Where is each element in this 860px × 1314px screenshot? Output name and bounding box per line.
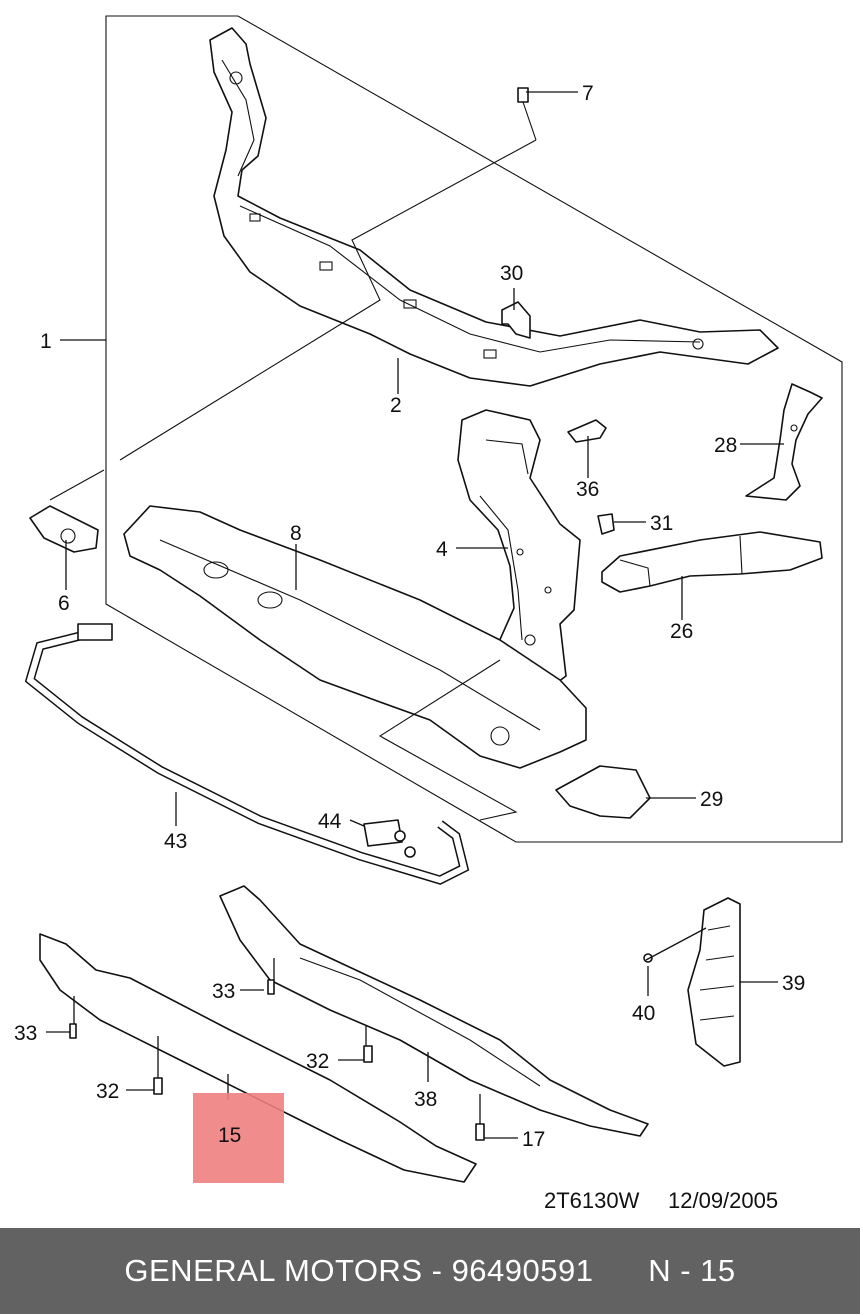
clip-44 [363, 819, 416, 858]
callout-17: 17 [522, 1128, 545, 1151]
bolt-7 [517, 87, 537, 141]
callout-28: 28 [714, 434, 737, 457]
side-guide-39 [687, 897, 741, 1067]
lower-deflector-15 [39, 933, 477, 1183]
callout-44: 44 [318, 810, 342, 833]
callout-4: 4 [436, 538, 448, 561]
callout-43: 43 [164, 830, 187, 853]
callout-38: 38 [414, 1088, 437, 1111]
drawing-code: 2T6130W [544, 1188, 640, 1213]
cable-43 [24, 623, 470, 885]
side-support-4 [457, 409, 581, 695]
callout-33-upper: 33 [212, 980, 235, 1003]
footer-spacer [594, 1253, 649, 1289]
bracket-29 [555, 765, 651, 819]
lower-shield-38 [219, 885, 649, 1137]
callout-29: 29 [700, 788, 723, 811]
callout-30: 30 [500, 262, 523, 285]
assembly-outline [105, 15, 843, 843]
bracket-6 [29, 505, 99, 553]
callout-39: 39 [782, 972, 805, 995]
callout-15: 15 [218, 1124, 241, 1147]
callout-32-left: 32 [96, 1080, 119, 1103]
callout-1: 1 [40, 330, 52, 353]
footer-separator: - [422, 1253, 452, 1288]
callout-7: 7 [582, 82, 594, 105]
footer-brand: GENERAL MOTORS [124, 1253, 423, 1288]
callout-31: 31 [650, 512, 673, 535]
callout-33-lower: 33 [14, 1022, 37, 1045]
callout-36: 36 [576, 478, 599, 501]
parts-diagram: 1 7 30 2 28 36 31 8 4 6 26 29 44 43 39 3… [14, 15, 843, 1213]
callout-26: 26 [670, 620, 693, 643]
clip-31 [597, 513, 615, 535]
duct-26 [601, 531, 823, 593]
lower-tie-bar-8 [123, 505, 587, 769]
upper-tie-bar [209, 27, 779, 387]
bracket-28 [745, 383, 823, 501]
leader-lines [46, 91, 784, 1139]
bracket-36 [567, 419, 607, 443]
callout-8: 8 [290, 522, 302, 545]
callout-40: 40 [632, 1002, 655, 1025]
footer-part-number: 96490591 [451, 1253, 594, 1288]
callout-2: 2 [390, 394, 402, 417]
drawing-date: 12/09/2005 [668, 1188, 778, 1213]
footer-bar: GENERAL MOTORS - 96490591 N - 15 [0, 1228, 860, 1314]
callout-6: 6 [58, 592, 70, 615]
bracket-30 [501, 301, 531, 339]
target-part-highlight [193, 1093, 284, 1183]
callout-32-right: 32 [306, 1050, 329, 1073]
footer-position: N - 15 [648, 1253, 736, 1288]
